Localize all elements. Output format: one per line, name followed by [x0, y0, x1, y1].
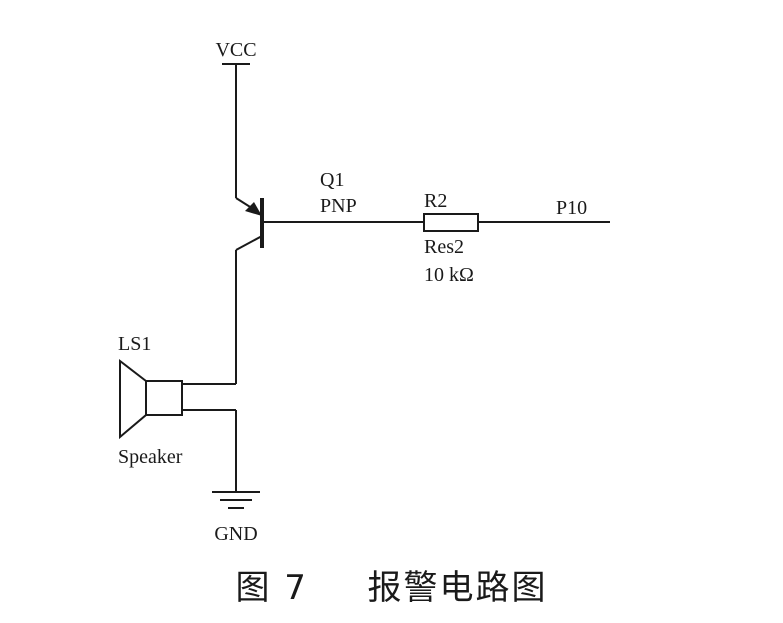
resistor-body: [423, 213, 479, 232]
gnd-label: GND: [214, 523, 257, 545]
emitter-arrow: [245, 202, 262, 216]
speaker-ref-label: LS1: [118, 333, 151, 355]
transistor-type-label: PNP: [320, 195, 357, 217]
collector-lead: [235, 235, 263, 251]
resistor-value-label: 10 kΩ: [424, 264, 474, 286]
pin-label: P10: [556, 197, 587, 219]
figure-caption: 图 7 报警电路图: [0, 560, 783, 609]
speaker-cone: [119, 358, 147, 440]
resistor-ref-label: R2: [424, 190, 447, 212]
figure-title: 报警电路图: [367, 568, 548, 608]
figure-number: 图 7: [235, 568, 308, 608]
resistor-model-label: Res2: [424, 236, 464, 258]
speaker-body: [145, 380, 183, 416]
vcc-label: VCC: [215, 39, 256, 61]
transistor-ref-label: Q1: [320, 169, 344, 191]
speaker-name-label: Speaker: [118, 446, 183, 468]
